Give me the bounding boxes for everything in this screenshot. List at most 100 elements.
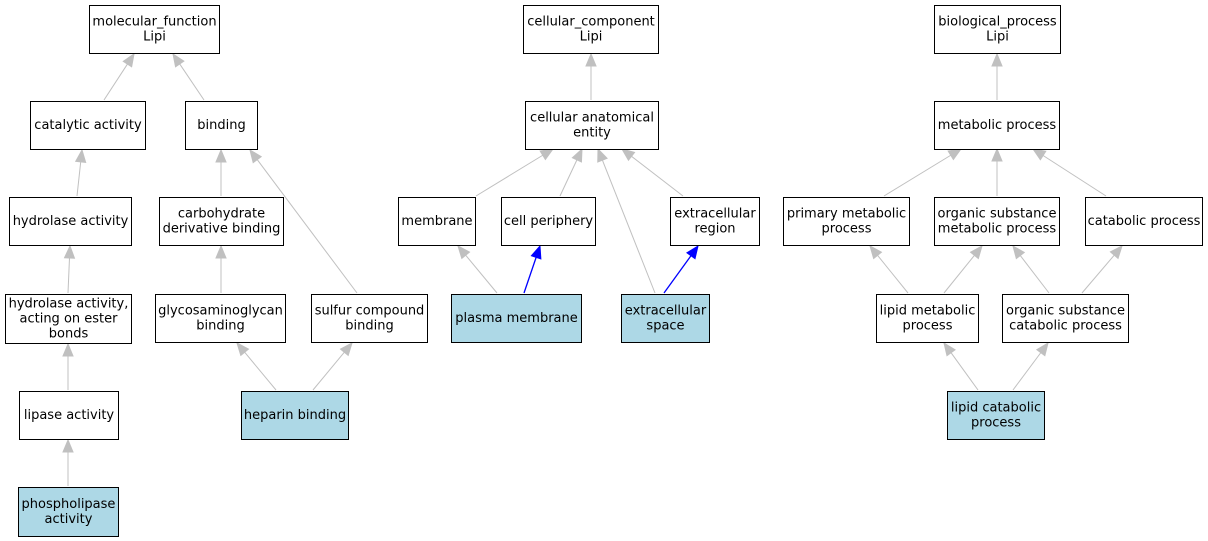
- arrowhead-icon: [991, 147, 1003, 162]
- node-label-line: lipid metabolic: [880, 304, 976, 319]
- term-node-cat[interactable]: catalytic activity: [30, 101, 146, 150]
- node-label-line: Lipi: [986, 30, 1009, 45]
- node-label-line: membrane: [401, 214, 472, 229]
- edge-exsp-to-cae: [597, 147, 656, 294]
- edge-cper-to-cae: [559, 147, 583, 197]
- edge-pmp-to-metp: [883, 148, 963, 197]
- term-node-bind[interactable]: binding: [185, 101, 258, 150]
- node-box: [5, 294, 132, 344]
- node-box: [9, 197, 132, 246]
- arrowhead-icon: [63, 244, 76, 259]
- edge-cat-to-mf: [103, 52, 135, 101]
- node-box: [18, 487, 119, 537]
- edge-lip-to-hydest: [62, 342, 74, 390]
- edge-line: [1019, 255, 1050, 294]
- edge-line: [877, 255, 909, 294]
- term-node-pm[interactable]: plasma membrane: [451, 294, 582, 343]
- edge-oscp-to-catp: [1081, 245, 1123, 294]
- term-node-metp[interactable]: metabolic process: [934, 101, 1060, 150]
- edge-line: [601, 159, 656, 294]
- node-box: [525, 101, 659, 150]
- node-label-line: metabolic process: [938, 222, 1057, 237]
- edge-catp-to-metp: [1031, 148, 1107, 197]
- edge-line: [631, 155, 684, 197]
- term-node-mem[interactable]: membrane: [398, 197, 476, 246]
- edge-lmp-to-osmp: [943, 244, 983, 294]
- edge-line: [475, 154, 544, 197]
- edge-phos-to-lip: [62, 438, 74, 486]
- arrowhead-icon: [62, 438, 74, 453]
- node-label-line: biological_process: [938, 15, 1057, 30]
- node-label-line: cellular anatomical: [530, 111, 654, 126]
- arrowhead-icon: [236, 341, 250, 357]
- node-label-line: primary metabolic: [787, 207, 906, 222]
- node-label-line: hydrolase activity,: [9, 297, 129, 312]
- node-box: [155, 294, 286, 343]
- node-label-line: bonds: [49, 327, 89, 342]
- node-box: [311, 294, 428, 343]
- edge-lmp-to-pmp: [869, 244, 909, 294]
- node-label-line: heparin binding: [244, 408, 346, 423]
- term-node-catp[interactable]: catabolic process: [1085, 197, 1203, 246]
- arrowhead-icon: [991, 52, 1003, 67]
- node-box: [523, 5, 659, 54]
- term-node-hep[interactable]: heparin binding: [241, 391, 349, 440]
- arrowhead-icon: [969, 244, 983, 260]
- node-box: [934, 5, 1061, 54]
- arrowhead-icon: [943, 341, 956, 357]
- edge-pm-to-cper: [523, 244, 542, 294]
- edge-lcp-to-lmp: [943, 341, 979, 391]
- arrowhead-icon: [215, 244, 227, 259]
- node-label-line: activity: [45, 512, 93, 527]
- node-label-line: derivative binding: [163, 222, 281, 237]
- arrowhead-icon: [172, 52, 185, 68]
- edge-exreg-to-cae: [620, 148, 684, 197]
- arrowhead-icon: [530, 244, 542, 260]
- node-box: [670, 197, 760, 246]
- arrowhead-icon: [215, 148, 227, 163]
- arrowhead-icon: [1035, 341, 1049, 357]
- edge-line: [943, 255, 975, 294]
- node-box: [783, 197, 910, 246]
- node-box: [241, 391, 349, 440]
- arrowhead-icon: [62, 342, 74, 357]
- node-label-line: Lipi: [580, 30, 603, 45]
- edge-oscp-to-osmp: [1012, 244, 1050, 294]
- arrowhead-icon: [686, 244, 699, 260]
- edge-line: [559, 159, 578, 197]
- node-box: [159, 197, 284, 246]
- node-label-line: plasma membrane: [455, 311, 578, 326]
- node-label-line: Lipi: [143, 30, 166, 45]
- node-box: [934, 197, 1060, 246]
- node-box: [947, 391, 1045, 440]
- node-label-line: organic substance: [1006, 304, 1125, 319]
- node-label-line: entity: [573, 126, 611, 141]
- term-node-lip[interactable]: lipase activity: [19, 391, 119, 440]
- node-label-line: space: [646, 319, 684, 334]
- node-label-line: metabolic process: [938, 118, 1057, 133]
- node-label-line: phospholipase: [22, 497, 116, 512]
- arrowhead-icon: [457, 244, 471, 260]
- arrowhead-icon: [339, 341, 353, 357]
- node-box: [621, 294, 710, 343]
- edge-line: [256, 159, 358, 294]
- node-label-line: organic substance: [938, 207, 1057, 222]
- term-node-hyd[interactable]: hydrolase activity: [9, 197, 132, 246]
- term-node-cper[interactable]: cell periphery: [501, 197, 596, 246]
